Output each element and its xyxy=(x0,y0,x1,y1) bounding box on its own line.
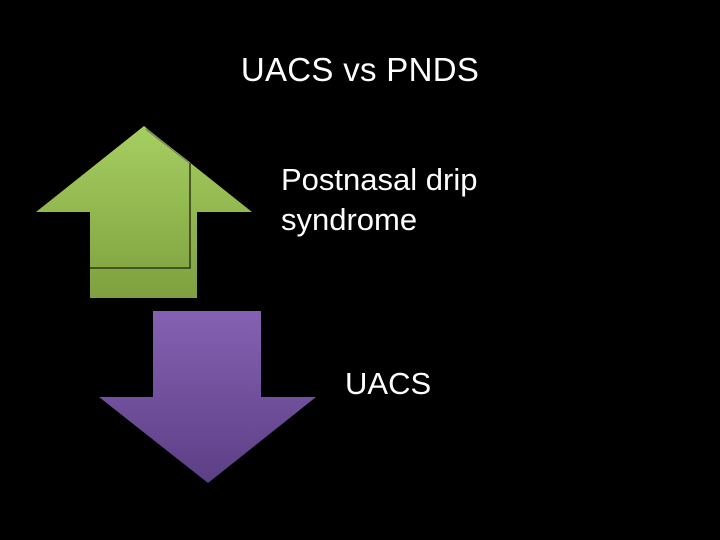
postnasal-drip-label: Postnasal drip syndrome xyxy=(281,162,478,237)
slide-title: UACS vs PNDS xyxy=(240,51,480,88)
purple-down-arrow-icon xyxy=(99,311,316,483)
uacs-label: UACS xyxy=(345,366,432,401)
green-up-arrow-icon xyxy=(36,126,252,298)
